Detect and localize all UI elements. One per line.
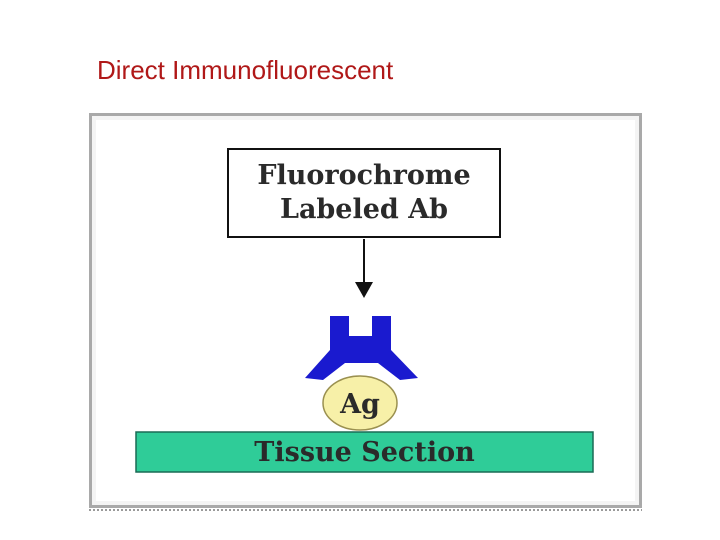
antibody-label-line2: Labeled Ab [279,194,449,225]
antigen-label: Ag [340,388,380,420]
antibody-label-box: Fluorochrome Labeled Ab [227,148,501,238]
antibody-shape [305,316,418,380]
arrow-head [355,282,373,298]
antigen-circle [322,375,398,431]
antibody-label-line1: Fluorochrome [257,160,471,191]
tissue-section-label: Tissue Section [254,436,475,468]
tissue-section-bar [135,431,594,473]
slide-title: Direct Immunofluorescent [97,55,394,85]
